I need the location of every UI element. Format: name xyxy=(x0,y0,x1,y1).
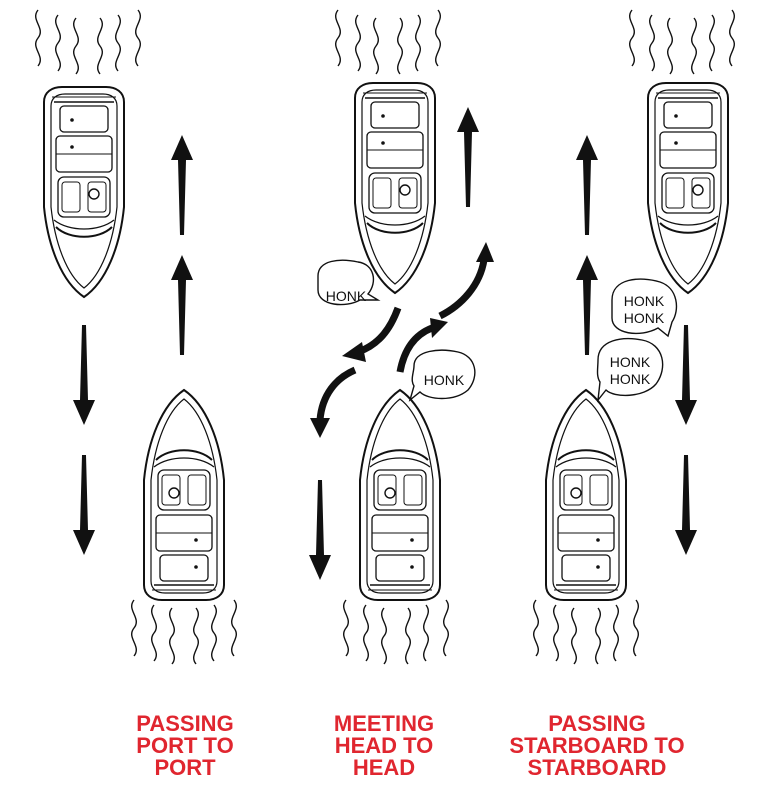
caption-port-to-port: PASSING PORT TO PORT xyxy=(85,713,285,779)
honk-honk-bubble: HONK HONK xyxy=(598,339,663,400)
caption-line: HEAD TO xyxy=(284,735,484,757)
wake-lines-top-boat xyxy=(36,10,141,74)
arrow-head xyxy=(430,318,448,338)
arrow-down xyxy=(73,455,95,555)
caption-starboard-to-starboard: PASSING STARBOARD TO STARBOARD xyxy=(492,713,702,779)
caption-line: HEAD xyxy=(284,757,484,779)
boat-southbound xyxy=(44,87,124,297)
honk-bubble: HONK xyxy=(318,260,378,304)
caption-head-to-head: MEETING HEAD TO HEAD xyxy=(284,713,484,779)
boat-northbound xyxy=(546,390,626,600)
arrow-veer-right xyxy=(320,370,355,420)
boat-southbound xyxy=(355,83,435,293)
wake-lines-bottom-boat xyxy=(344,600,449,664)
arrow-up xyxy=(171,255,193,355)
honk-text: HONK xyxy=(424,372,465,388)
boat-southbound xyxy=(648,83,728,293)
boat-northbound xyxy=(360,390,440,600)
caption-line: PASSING xyxy=(492,713,702,735)
caption-line: STARBOARD xyxy=(492,757,702,779)
honk-honk-bubble: HONK HONK xyxy=(612,279,676,336)
caption-line: PORT xyxy=(85,757,285,779)
wake-lines-top-boat xyxy=(336,10,441,74)
caption-line: STARBOARD TO xyxy=(492,735,702,757)
panel-head-to-head: HONK HONK xyxy=(309,10,494,664)
arrow-down xyxy=(675,325,697,425)
arrow-down xyxy=(73,325,95,425)
honk-text: HONK xyxy=(624,310,665,326)
arrow-down xyxy=(675,455,697,555)
arrow-head xyxy=(476,242,494,262)
wake-lines-bottom-boat xyxy=(534,600,639,664)
honk-text: HONK xyxy=(610,371,651,387)
caption-line: PORT TO xyxy=(85,735,285,757)
panel-port-to-port xyxy=(36,10,237,664)
panel-starboard-to-starboard: HONK HONK HONK HONK xyxy=(534,10,735,664)
wake-lines-bottom-boat xyxy=(132,600,237,664)
wake-lines-top-boat xyxy=(630,10,735,74)
arrow-head xyxy=(310,418,330,438)
boat-northbound xyxy=(144,390,224,600)
honk-text: HONK xyxy=(326,288,367,304)
caption-line: PASSING xyxy=(85,713,285,735)
honk-bubble: HONK xyxy=(410,350,475,400)
arrow-veer-right xyxy=(440,260,484,316)
arrow-up xyxy=(576,255,598,355)
arrow-up xyxy=(457,107,479,207)
arrow-down xyxy=(309,480,331,580)
arrow-veer-right xyxy=(358,308,398,352)
arrow-up xyxy=(171,135,193,235)
honk-text: HONK xyxy=(624,293,665,309)
caption-line: MEETING xyxy=(284,713,484,735)
arrow-head xyxy=(342,342,366,362)
honk-text: HONK xyxy=(610,354,651,370)
arrow-up xyxy=(576,135,598,235)
